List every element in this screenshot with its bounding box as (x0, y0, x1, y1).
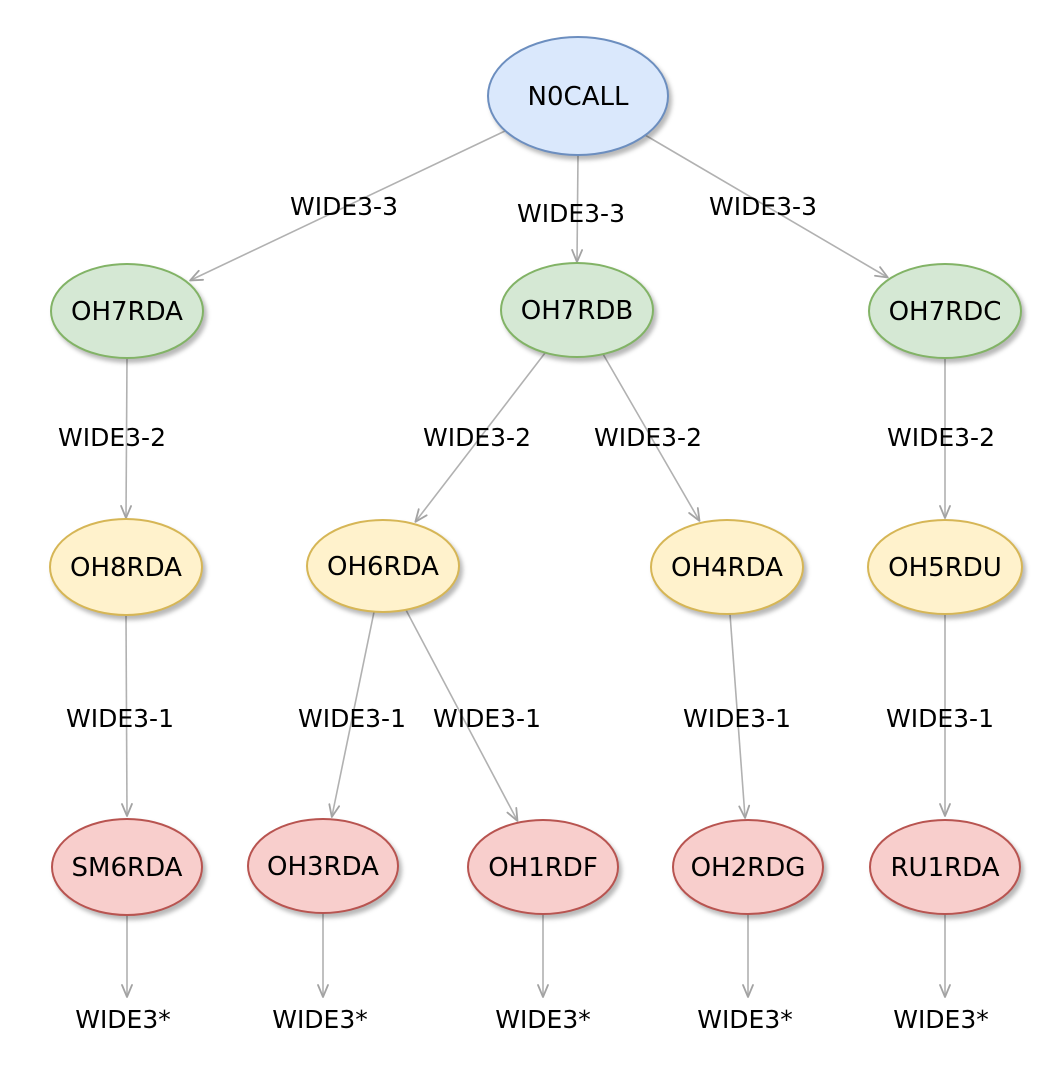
edge-label: WIDE3-3 (517, 199, 625, 228)
node-oh3rda: OH3RDA (247, 818, 399, 914)
edge-n0call-oh7rdc: WIDE3-3 (644, 134, 889, 279)
node-oh2rdg: OH2RDG (672, 819, 824, 915)
edge-oh7rda-oh8rda: WIDE3-2 (58, 357, 166, 519)
edge-oh8rda-sm6rda: WIDE3-1 (66, 614, 174, 817)
terminal-oh3rda: WIDE3* (272, 913, 368, 1034)
node-oh5rdu: OH5RDU (867, 519, 1023, 615)
edge-line (189, 130, 506, 282)
node-shape (867, 519, 1023, 615)
edge-label: WIDE3-1 (683, 704, 791, 733)
terminal-label: WIDE3* (495, 1005, 591, 1034)
edge-oh7rdb-oh6rda: WIDE3-2 (414, 352, 546, 523)
edge-line (120, 357, 132, 519)
node-shape (500, 262, 654, 358)
node-shape (869, 819, 1021, 915)
node-shape (306, 519, 460, 613)
node-oh8rda: OH8RDA (49, 518, 203, 616)
node-label: OH7RDB (521, 296, 633, 326)
node-oh7rdb: OH7RDB (500, 262, 654, 358)
edge-oh6rda-oh3rda: WIDE3-1 (298, 611, 406, 818)
edges-layer: WIDE3-3 WIDE3-3 WIDE3-3 WIDE3-2 WIDE3-2 … (58, 130, 995, 1034)
edge-oh7rdc-oh5rdu: WIDE3-2 (887, 358, 995, 519)
node-label: OH2RDG (691, 853, 806, 883)
terminal-ru1rda: WIDE3* (893, 914, 989, 1034)
node-oh7rda: OH7RDA (50, 263, 204, 359)
node-label: OH7RDC (889, 297, 1002, 327)
edge-line (328, 611, 375, 818)
edge-label: WIDE3-2 (423, 423, 531, 452)
node-label: SM6RDA (72, 853, 183, 883)
edge-oh4rda-oh2rdg: WIDE3-1 (683, 613, 791, 819)
edge-line (729, 613, 751, 819)
edge-line (602, 353, 701, 522)
node-shape (487, 36, 669, 156)
edge-label: WIDE3-1 (66, 704, 174, 733)
edge-label: WIDE3-1 (298, 704, 406, 733)
node-shape (650, 519, 804, 615)
edge-line (571, 154, 584, 263)
terminal-label: WIDE3* (272, 1005, 368, 1034)
edge-oh6rda-oh1rdf: WIDE3-1 (405, 609, 541, 822)
node-label: OH3RDA (267, 852, 379, 882)
edge-label: WIDE3-2 (594, 423, 702, 452)
node-label: OH6RDA (327, 552, 439, 582)
node-shape (51, 818, 203, 916)
edge-label: WIDE3-1 (433, 704, 541, 733)
edge-label: WIDE3-1 (886, 704, 994, 733)
node-label: OH5RDU (888, 553, 1002, 583)
edge-line (644, 134, 889, 279)
node-label: OH1RDF (488, 853, 598, 883)
edge-line (414, 352, 546, 523)
node-label: N0CALL (528, 82, 629, 112)
node-label: OH7RDA (71, 297, 183, 327)
node-oh6rda: OH6RDA (306, 519, 460, 613)
node-shape (49, 518, 203, 616)
edge-label: WIDE3-3 (709, 192, 817, 221)
node-n0call: N0CALL (487, 36, 669, 156)
nodes-layer: N0CALL OH7RDA OH7RDB OH7RDC OH8RDA OH6RD… (49, 36, 1023, 916)
node-ru1rda: RU1RDA (869, 819, 1021, 915)
node-shape (672, 819, 824, 915)
edge-n0call-oh7rda: WIDE3-3 (189, 130, 506, 282)
node-shape (247, 818, 399, 914)
edge-oh5rdu-ru1rda: WIDE3-1 (886, 614, 994, 817)
terminal-label: WIDE3* (893, 1005, 989, 1034)
node-label: OH4RDA (671, 553, 783, 583)
edge-label: WIDE3-2 (887, 423, 995, 452)
node-shape (467, 819, 619, 915)
terminal-oh2rdg: WIDE3* (697, 914, 793, 1034)
terminal-oh1rdf: WIDE3* (495, 914, 591, 1034)
edge-n0call-oh7rdb: WIDE3-3 (517, 154, 625, 263)
terminal-label: WIDE3* (75, 1005, 171, 1034)
terminal-label: WIDE3* (697, 1005, 793, 1034)
node-oh4rda: OH4RDA (650, 519, 804, 615)
terminal-sm6rda: WIDE3* (75, 915, 171, 1034)
edge-label: WIDE3-3 (290, 192, 398, 221)
node-oh7rdc: OH7RDC (868, 263, 1022, 359)
node-sm6rda: SM6RDA (51, 818, 203, 916)
node-shape (868, 263, 1022, 359)
node-label: RU1RDA (890, 853, 999, 883)
node-oh1rdf: OH1RDF (467, 819, 619, 915)
edge-line (405, 609, 519, 822)
edge-line (121, 614, 133, 817)
edge-label: WIDE3-2 (58, 423, 166, 452)
node-label: OH8RDA (70, 553, 182, 583)
node-shape (50, 263, 204, 359)
edge-oh7rdb-oh4rda: WIDE3-2 (594, 353, 702, 522)
